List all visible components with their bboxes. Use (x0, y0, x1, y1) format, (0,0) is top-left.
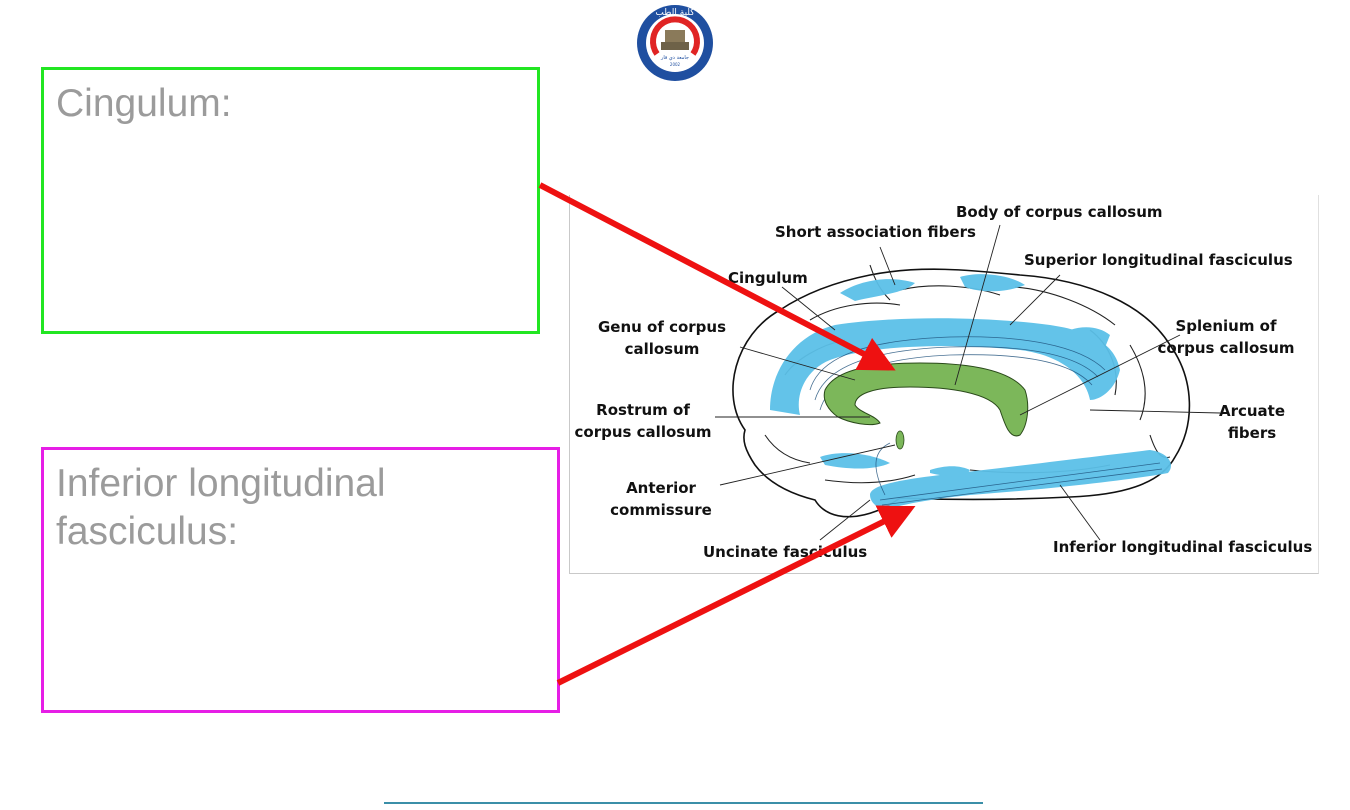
ilf-title-line1: Inferior longitudinal (56, 462, 386, 505)
cingulum-box: Cingulum: (41, 67, 540, 334)
leader-lines (715, 224, 1221, 541)
cingulum-title: Cingulum: (56, 82, 232, 125)
college-logo: كلية الطب جامعة ذي قار 2002 College of M… (619, 2, 731, 87)
label-arcuate-line1: Arcuate (1219, 402, 1285, 420)
inferior-longitudinal-fasciculus-box: Inferior longitudinal fasciculus: (41, 447, 560, 713)
footer-divider (384, 802, 983, 804)
label-splenium-line2: corpus callosum (1158, 339, 1295, 357)
label-genu-line2: callosum (625, 340, 700, 358)
label-cingulum: Cingulum (728, 269, 808, 287)
label-anterior-line2: commissure (610, 501, 712, 519)
label-splenium-line1: Splenium of (1175, 317, 1277, 335)
label-rostrum-line2: corpus callosum (575, 423, 712, 441)
anterior-commissure-shape (895, 430, 905, 450)
label-anterior-line1: Anterior (626, 479, 696, 497)
label-arcuate-line2: fibers (1228, 424, 1276, 442)
logo-year: 2002 (670, 62, 681, 67)
label-body-of-corpus-callosum: Body of corpus callosum (956, 203, 1163, 221)
label-rostrum-line1: Rostrum of (596, 401, 690, 419)
logo-arc-text: كلية الطب (655, 8, 695, 18)
label-inferior-longitudinal-fasciculus: Inferior longitudinal fasciculus (1053, 538, 1312, 556)
label-superior-longitudinal-fasciculus: Superior longitudinal fasciculus (1024, 251, 1293, 269)
ilf-title-line2: fasciculus: (56, 510, 239, 553)
label-genu-line1: Genu of corpus (598, 318, 726, 336)
label-short-association-fibers: Short association fibers (775, 223, 976, 241)
ilf-title: Inferior longitudinal fasciculus: (56, 460, 386, 556)
label-uncinate-fasciculus: Uncinate fasciculus (703, 543, 867, 561)
logo-arabic-name: جامعة ذي قار (660, 55, 689, 61)
corpus-callosum (823, 362, 1029, 437)
brain-white-matter-diagram: Body of corpus callosum Short associatio… (569, 195, 1319, 574)
